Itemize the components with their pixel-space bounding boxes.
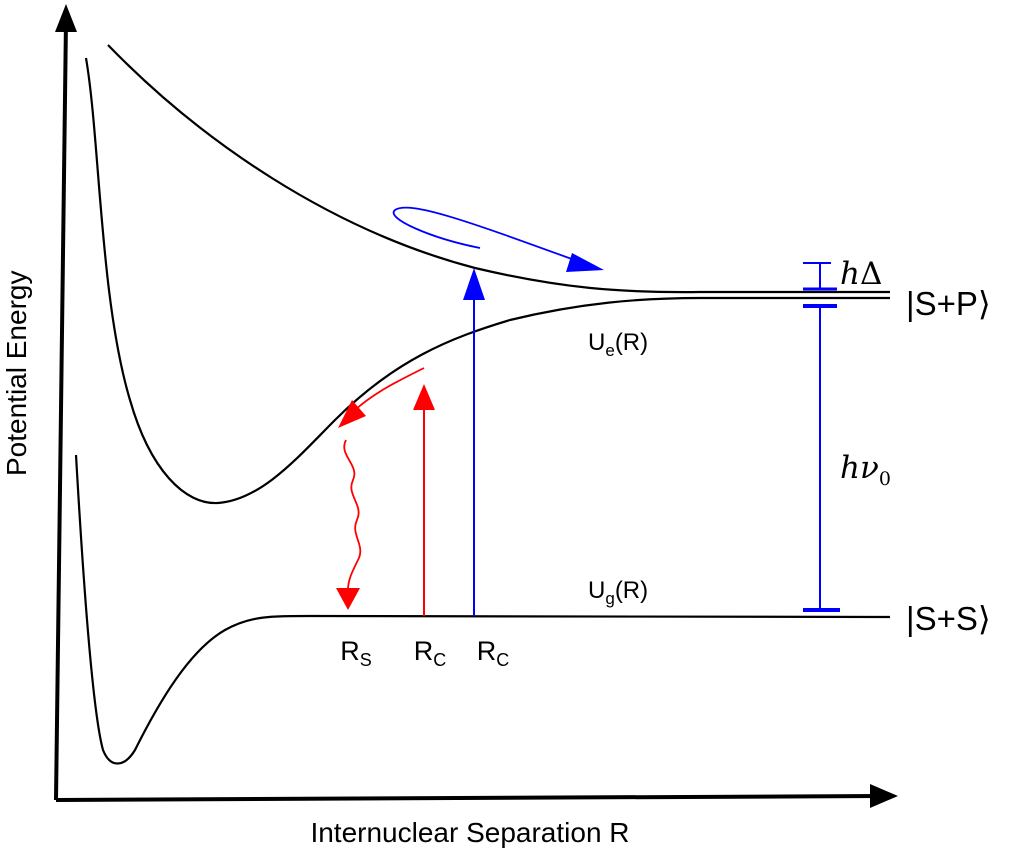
position-label-main: R — [477, 636, 497, 666]
repulsive-curve — [107, 44, 890, 294]
red-transition — [336, 367, 435, 616]
excited-attractive-curve — [84, 57, 890, 505]
position-label-sub: C — [496, 650, 509, 670]
position-label-main: R — [414, 636, 434, 666]
blue-loop-path — [392, 206, 581, 263]
state-label-lower: |S+S⟩ — [906, 600, 991, 637]
y-axis-label: Potential Energy — [1, 271, 32, 476]
x-axis-arrowhead — [870, 784, 898, 808]
energy-bars — [803, 262, 840, 612]
position-label-rc-red: RC — [414, 636, 447, 670]
axes — [54, 4, 898, 808]
position-label-main: R — [340, 636, 360, 666]
red-excitation-arrowhead — [413, 384, 435, 410]
y-axis — [54, 19, 68, 801]
blue-loop-arrowhead — [566, 253, 604, 272]
red-emission-wave — [343, 439, 362, 591]
red-curved-path — [354, 367, 425, 411]
red-curved-arrowhead — [338, 400, 366, 428]
position-label-sub: C — [433, 650, 446, 670]
x-axis-label: Internuclear Separation R — [310, 817, 629, 848]
red-emission-arrowhead — [336, 588, 360, 610]
h-delta-label: hΔ — [840, 256, 882, 292]
excited-curve-label: Ue(R) — [588, 329, 648, 360]
x-axis — [55, 794, 881, 802]
position-label-rs: RS — [340, 636, 372, 670]
blue-excitation-arrowhead — [463, 268, 485, 300]
position-label-rc-blue: RC — [477, 636, 510, 670]
h-nu-label: hν0 — [840, 450, 891, 490]
ground-curve-label: Ug(R) — [588, 577, 648, 608]
state-label-upper: |S+P⟩ — [906, 285, 991, 322]
y-axis-arrowhead — [55, 4, 77, 32]
blue-transition — [392, 206, 604, 616]
position-label-sub: S — [360, 650, 372, 670]
potential-curves — [74, 44, 891, 765]
ground-curve — [74, 454, 891, 765]
